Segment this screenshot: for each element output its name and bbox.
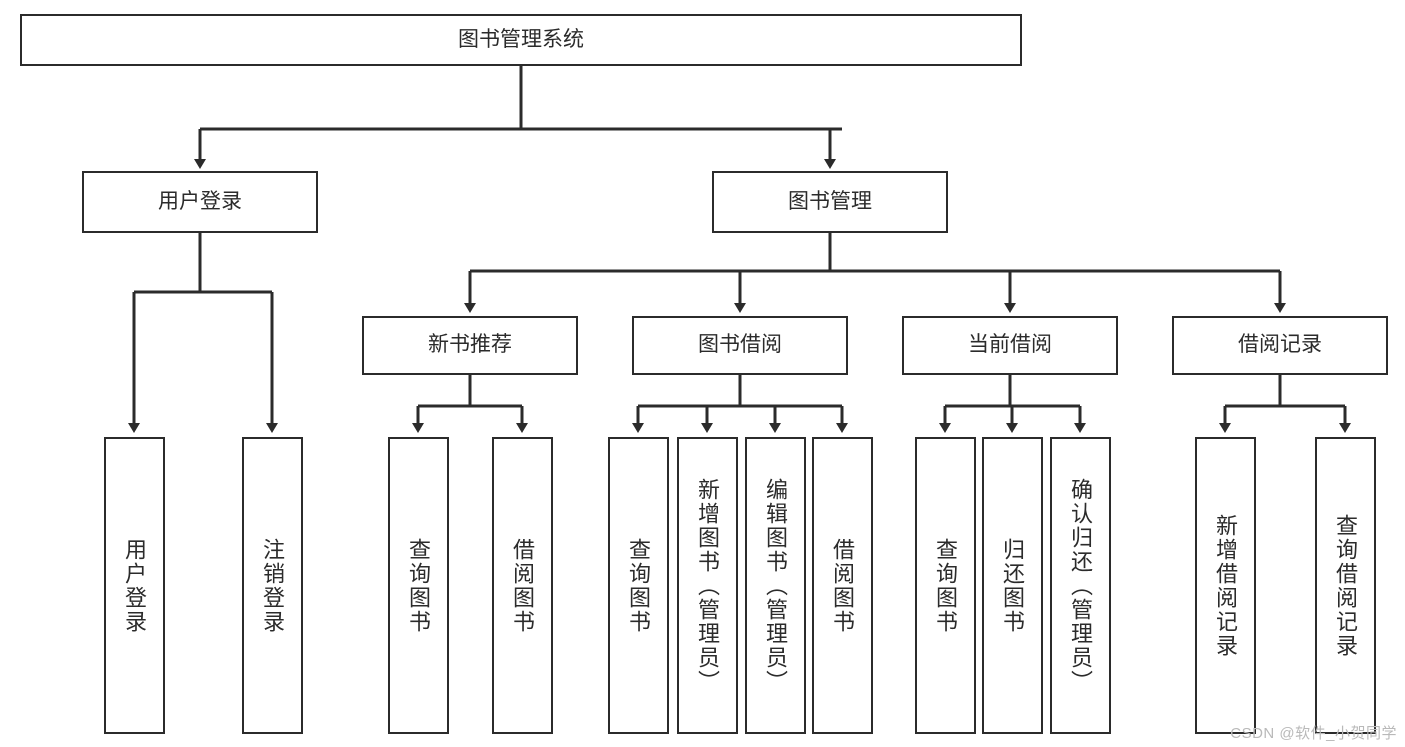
leaf-borrow-query-book-label: 查询图书 [626,537,652,634]
node-root[interactable]: 图书管理系统 [20,14,1022,66]
node-book-borrow-label: 图书借阅 [698,333,782,357]
leaf-borrow-add-book-admin-label: 新增图书（管理员） [695,477,721,694]
leaf-recommend-query-book-label: 查询图书 [406,537,432,634]
leaf-current-query-book-label: 查询图书 [933,537,959,634]
leaf-borrow-query-book[interactable]: 查询图书 [608,437,669,734]
leaf-user-login-signout[interactable]: 注销登录 [242,437,303,734]
leaf-record-query-record[interactable]: 查询借阅记录 [1315,437,1376,734]
leaf-current-confirm-return-admin[interactable]: 确认归还（管理员） [1050,437,1111,734]
node-user-login-label: 用户登录 [158,189,242,213]
node-root-label: 图书管理系统 [458,27,584,51]
node-book-management-label: 图书管理 [788,189,872,213]
leaf-user-login-signin[interactable]: 用户登录 [104,437,165,734]
leaf-record-add-record[interactable]: 新增借阅记录 [1195,437,1256,734]
leaf-borrow-edit-book-admin-label: 编辑图书（管理员） [763,477,789,694]
leaf-borrow-borrow-book[interactable]: 借阅图书 [812,437,873,734]
leaf-recommend-borrow-book-label: 借阅图书 [510,537,536,634]
node-new-book-recommend[interactable]: 新书推荐 [362,316,578,375]
leaf-borrow-edit-book-admin[interactable]: 编辑图书（管理员） [745,437,806,734]
node-current-borrow-label: 当前借阅 [968,333,1052,357]
leaf-borrow-borrow-book-label: 借阅图书 [830,537,856,634]
leaf-record-query-record-label: 查询借阅记录 [1333,513,1359,658]
csdn-watermark: CSDN @软件_小贺同学 [1230,725,1397,742]
node-user-login[interactable]: 用户登录 [82,171,318,233]
leaf-recommend-borrow-book[interactable]: 借阅图书 [492,437,553,734]
leaf-borrow-add-book-admin[interactable]: 新增图书（管理员） [677,437,738,734]
leaf-current-confirm-return-admin-label: 确认归还（管理员） [1068,477,1094,694]
leaf-current-query-book[interactable]: 查询图书 [915,437,976,734]
leaf-user-login-signin-label: 用户登录 [122,537,148,634]
leaf-record-add-record-label: 新增借阅记录 [1213,513,1239,658]
node-book-borrow[interactable]: 图书借阅 [632,316,848,375]
leaf-recommend-query-book[interactable]: 查询图书 [388,437,449,734]
leaf-current-return-book-label: 归还图书 [1000,537,1026,634]
node-borrow-record[interactable]: 借阅记录 [1172,316,1388,375]
node-borrow-record-label: 借阅记录 [1238,333,1322,357]
node-book-management[interactable]: 图书管理 [712,171,948,233]
node-current-borrow[interactable]: 当前借阅 [902,316,1118,375]
leaf-user-login-signout-label: 注销登录 [260,537,286,634]
node-new-book-recommend-label: 新书推荐 [428,333,512,357]
leaf-current-return-book[interactable]: 归还图书 [982,437,1043,734]
